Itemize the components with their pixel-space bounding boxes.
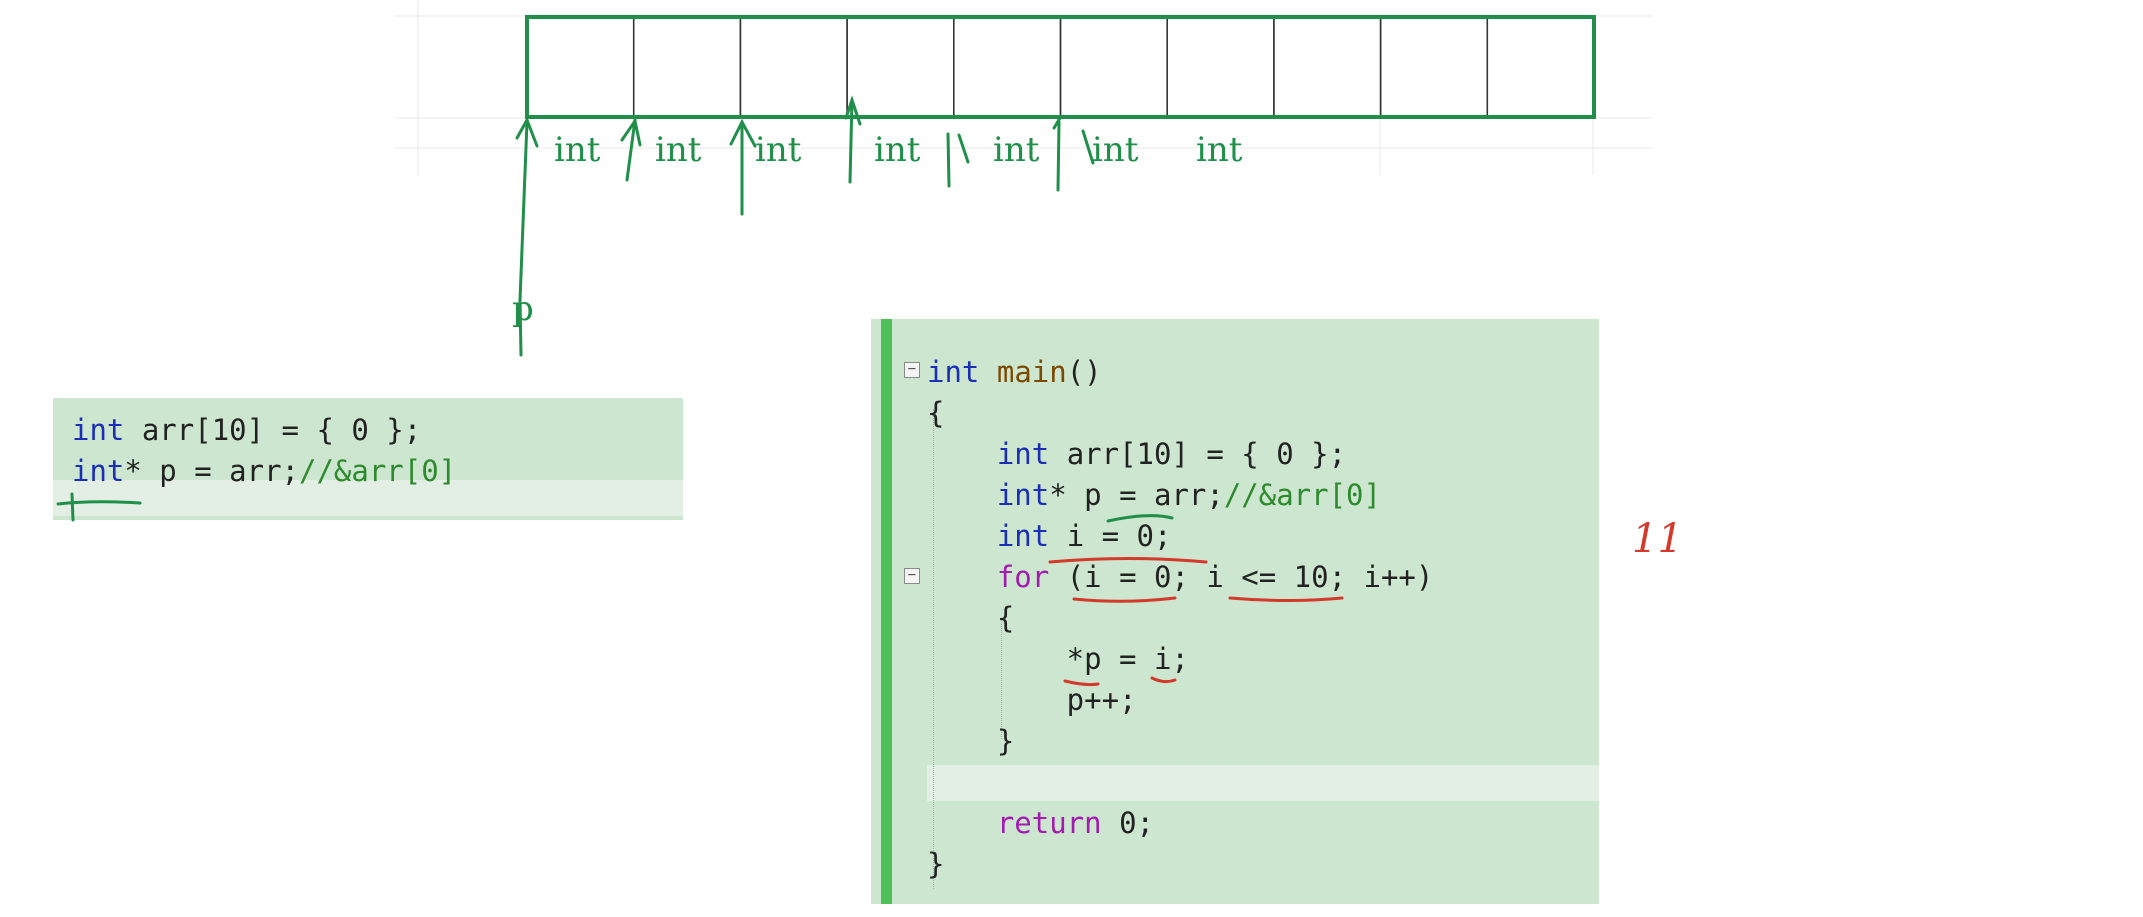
cell-arrows: [515, 95, 1095, 357]
fold-toggle-main[interactable]: −: [904, 362, 920, 378]
code-line-6: for (i = 0; i <= 10; i++): [927, 557, 1434, 598]
array-cell: [1166, 16, 1275, 118]
code-line-7: {: [927, 598, 1014, 639]
code-token: * p = arr;: [124, 454, 299, 488]
fold-toggle-for[interactable]: −: [904, 568, 920, 584]
margin-note: 11: [1632, 516, 1683, 562]
array-cell: [1379, 16, 1489, 118]
code-token: {: [927, 601, 1015, 635]
main-code-panel: − − int main(){ int arr[10] = { 0 }; int…: [871, 319, 1599, 904]
cell-type-label: int: [874, 130, 921, 170]
code-line-2: {: [927, 393, 944, 434]
array-cell: [953, 16, 1062, 118]
code-line-3: int arr[10] = { 0 };: [927, 434, 1346, 475]
code-token: {: [927, 396, 945, 430]
indent-guide: [933, 409, 934, 889]
array-cell: [1059, 16, 1168, 118]
code-token: arr[10] = { 0 };: [124, 413, 422, 447]
code-token: int: [996, 478, 1050, 512]
code-token: }: [927, 847, 945, 881]
cell-type-label: int: [1092, 130, 1139, 170]
code-line-10: }: [927, 721, 1014, 762]
code-line-5: int i = 0;: [927, 516, 1172, 557]
code-line-13: }: [927, 844, 944, 885]
code-token: [927, 478, 997, 512]
code-token: p++;: [927, 683, 1137, 717]
array-cell: [1486, 16, 1595, 118]
code-token: arr[10] = { 0 };: [1049, 437, 1347, 471]
code-token: [927, 519, 997, 553]
code-token: [927, 560, 997, 594]
code-token: (i = 0; i <= 10; i++): [1049, 560, 1434, 594]
cell-type-label: int: [655, 130, 702, 170]
code-line-4: int* p = arr;//&arr[0]: [927, 475, 1381, 516]
code-token: *p = i;: [927, 642, 1189, 676]
gutter-change-bar: [881, 319, 892, 904]
array-cell: [632, 16, 742, 118]
current-line-highlight: [53, 480, 683, 516]
code-token: return: [996, 806, 1102, 840]
code-token: [927, 437, 997, 471]
cell-type-label: int: [755, 130, 802, 170]
cell-labels: int int int int int int int: [554, 130, 1243, 170]
code-line-9: p++;: [927, 680, 1137, 721]
cell-type-label: int: [1196, 130, 1243, 170]
code-token: for: [996, 560, 1050, 594]
array-cell: [739, 16, 848, 118]
code-token: int: [72, 413, 125, 447]
cell-type-label: int: [993, 130, 1040, 170]
code-token: [979, 355, 996, 389]
code-token: //&arr[0]: [1223, 478, 1381, 512]
code-snippet-panel: int arr[10] = { 0 };int* p = arr;//&arr[…: [53, 398, 683, 520]
code-line-1: int main(): [927, 352, 1102, 393]
code-token: }: [927, 724, 1015, 758]
code-token: 0;: [1101, 806, 1154, 840]
current-line-highlight: [927, 765, 1599, 801]
array-cells: [526, 16, 1595, 118]
code-token: int: [996, 437, 1050, 471]
code-token: * p = arr;: [1049, 478, 1224, 512]
snippet-line-1: int arr[10] = { 0 };: [72, 410, 421, 451]
pointer-label: p: [512, 289, 534, 329]
cell-type-label: int: [554, 130, 601, 170]
code-line-12: return 0;: [927, 803, 1154, 844]
code-token: (): [1066, 355, 1102, 389]
snippet-line-2: int* p = arr;//&arr[0]: [72, 451, 456, 492]
code-token: main: [996, 355, 1067, 389]
code-token: i = 0;: [1049, 519, 1172, 553]
array-cell: [1273, 16, 1382, 118]
code-token: [927, 806, 997, 840]
code-line-8: *p = i;: [927, 639, 1189, 680]
array-cell: [846, 16, 955, 118]
code-token: int: [927, 355, 980, 389]
code-token: //&arr[0]: [299, 454, 457, 488]
code-token: int: [996, 519, 1050, 553]
code-token: int: [72, 454, 125, 488]
indent-guide: [1001, 619, 1002, 739]
array-cell: [526, 16, 635, 118]
